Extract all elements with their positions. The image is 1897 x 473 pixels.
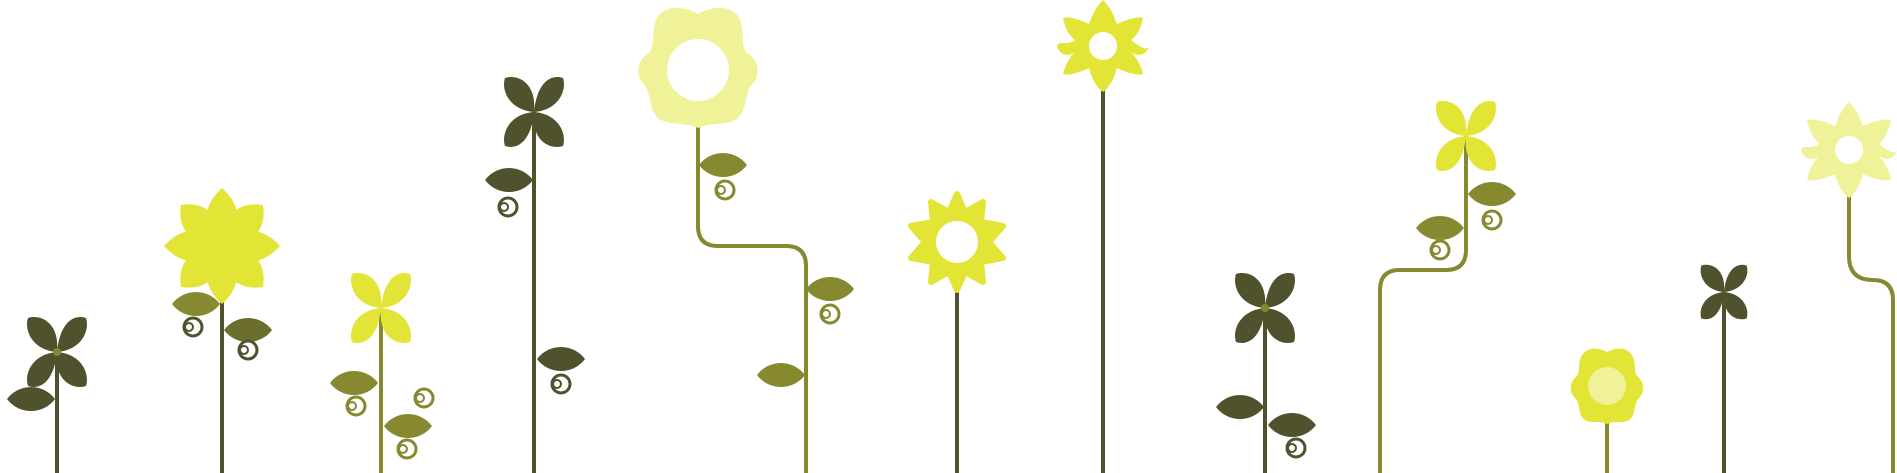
flower-8 — [1216, 273, 1316, 473]
flower-9 — [1378, 101, 1516, 473]
flower-11 — [1700, 264, 1748, 473]
flower-10 — [1570, 348, 1644, 473]
flower-4 — [485, 77, 585, 473]
flower-7 — [1057, 0, 1149, 473]
flower-6 — [908, 191, 1006, 473]
flower-1 — [7, 317, 87, 473]
flower-2 — [164, 188, 280, 473]
flower-5 — [638, 7, 854, 473]
flower-12 — [1801, 102, 1897, 473]
flower-3 — [330, 273, 435, 473]
